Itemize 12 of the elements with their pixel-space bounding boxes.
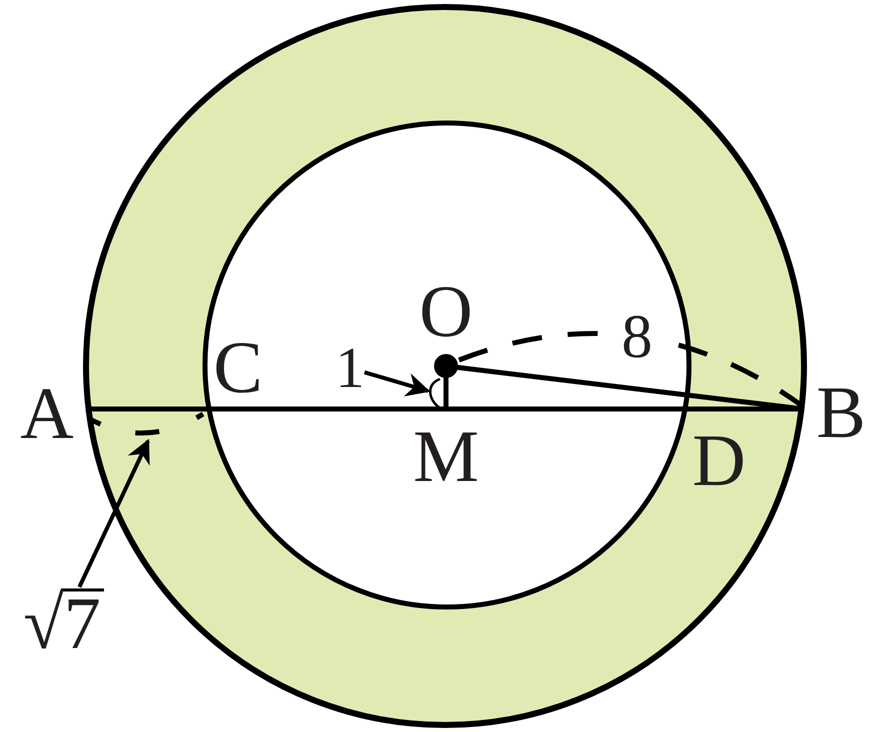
leader-arrow <box>364 370 430 396</box>
dimension-label: 1 <box>336 339 364 397</box>
dimension-label: √7 <box>23 587 101 661</box>
point-label: B <box>816 376 866 450</box>
point-label: M <box>413 420 479 494</box>
point-label: C <box>213 331 263 405</box>
point-label: D <box>692 424 746 498</box>
leader-arrow <box>78 438 150 588</box>
point-label: O <box>419 275 473 349</box>
right-angle-mark <box>429 378 441 409</box>
dimension-arc <box>86 412 204 436</box>
point-label: A <box>20 377 74 451</box>
